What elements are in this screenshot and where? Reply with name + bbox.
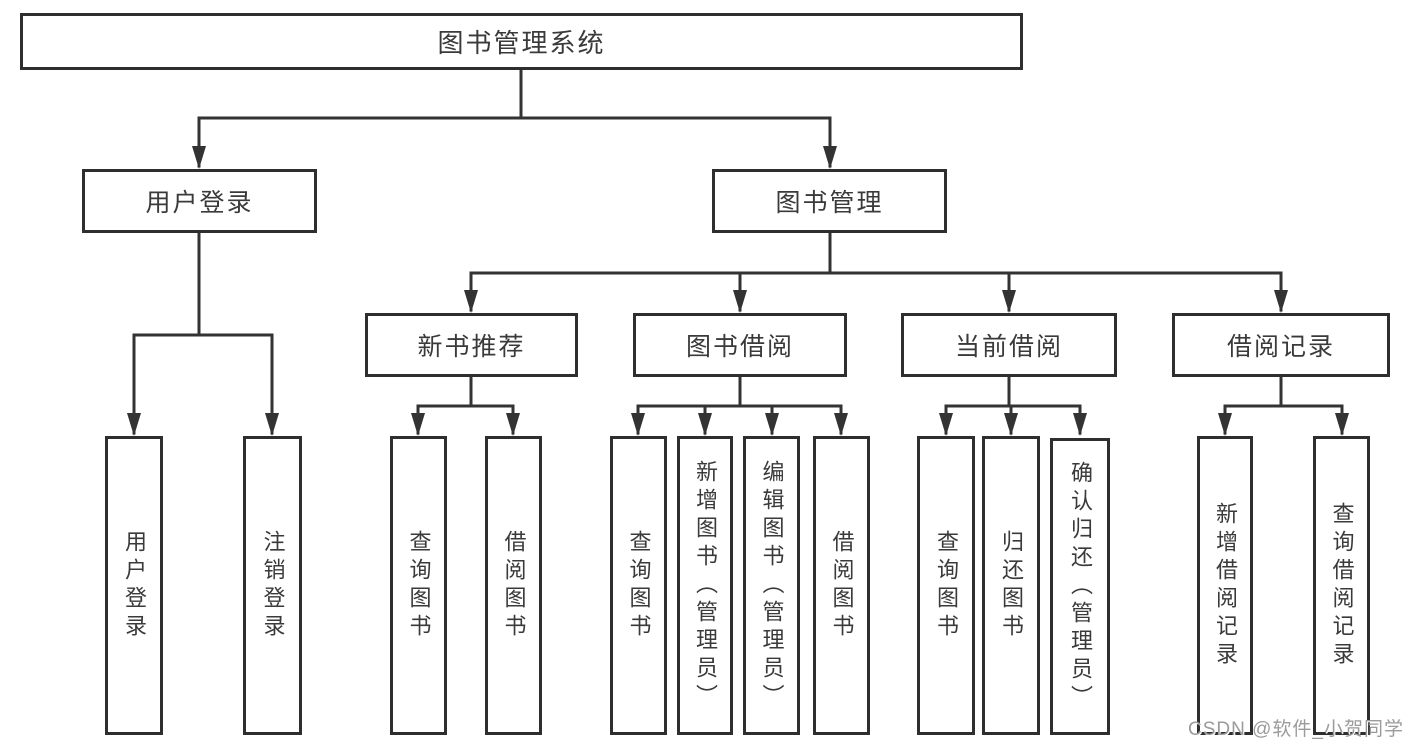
node-book-borrowing: 图书借阅 <box>633 313 847 377</box>
arrowheads <box>127 146 1349 436</box>
node-leaf-query-books-recommend: 查询图书 <box>390 436 447 735</box>
node-leaf-edit-book-admin: 编辑图书（管理员） <box>743 436 800 735</box>
node-leaf-query-books-borrowing: 查询图书 <box>610 436 667 735</box>
node-leaf-add-book-admin: 新增图书（管理员） <box>677 436 733 735</box>
node-leaf-borrow-books-recommend: 借阅图书 <box>485 436 542 735</box>
node-leaf-logout: 注销登录 <box>243 436 302 735</box>
node-current-borrowing: 当前借阅 <box>901 313 1117 377</box>
node-leaf-return-books: 归还图书 <box>982 436 1040 735</box>
node-new-book-recommendation: 新书推荐 <box>365 313 578 377</box>
csdn-watermark: CSDN @软件_小贺同学 <box>1188 719 1404 740</box>
node-leaf-query-books-current: 查询图书 <box>917 436 975 735</box>
node-leaf-borrow-books-borrowing: 借阅图书 <box>813 436 870 735</box>
node-root-system-title: 图书管理系统 <box>20 13 1023 70</box>
node-leaf-confirm-return-admin: 确认归还（管理员） <box>1050 438 1110 735</box>
node-leaf-add-borrow-record: 新增借阅记录 <box>1197 436 1253 735</box>
node-leaf-query-borrow-record: 查询借阅记录 <box>1313 436 1370 735</box>
node-user-login-branch: 用户登录 <box>82 169 317 233</box>
node-borrowing-records: 借阅记录 <box>1172 313 1390 377</box>
node-leaf-user-login: 用户登录 <box>105 436 163 735</box>
node-book-management-branch: 图书管理 <box>712 169 947 233</box>
